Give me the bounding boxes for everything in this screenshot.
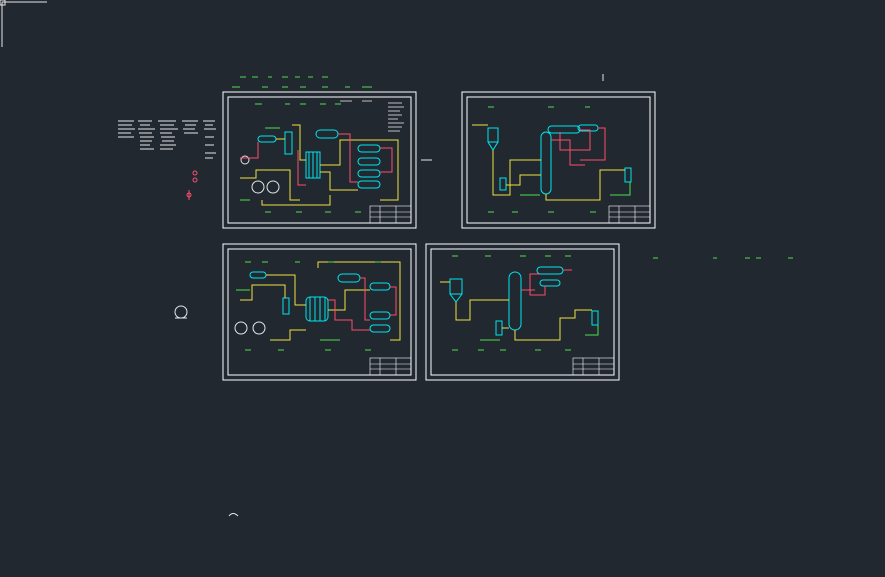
legend-notes-block bbox=[118, 120, 216, 159]
pump-icon bbox=[174, 305, 188, 319]
sheet-1-piping bbox=[240, 124, 399, 206]
sheet-2-title-block bbox=[608, 205, 651, 224]
sheet-2-tags bbox=[488, 106, 596, 213]
sheet-3-inner-frame bbox=[227, 248, 412, 376]
header-marks bbox=[232, 76, 372, 88]
arc-mark bbox=[228, 513, 239, 517]
sheet-2-piping bbox=[472, 124, 631, 201]
sheet-2[interactable] bbox=[461, 91, 656, 229]
reactor-icon bbox=[249, 271, 391, 333]
vessel-icon bbox=[240, 155, 280, 194]
sheet-4[interactable] bbox=[425, 243, 620, 381]
sheet-1-title-block bbox=[369, 205, 412, 224]
sheet-2-outer-frame bbox=[461, 91, 656, 229]
sheet-3-outer-frame bbox=[222, 243, 417, 381]
sheet-1-outer-frame bbox=[222, 91, 417, 229]
sheet-3[interactable] bbox=[222, 243, 417, 381]
sheet-3-piping bbox=[236, 261, 401, 341]
ucs-axis-icon bbox=[0, 0, 47, 47]
sheet-1-tags bbox=[255, 103, 361, 213]
heat-exchanger-icon bbox=[257, 129, 381, 189]
sheet-2-inner-frame bbox=[466, 96, 651, 224]
sheet-4-outer-frame bbox=[425, 243, 620, 381]
sheet-4-inner-frame bbox=[430, 248, 615, 376]
sheet-1-inner-frame bbox=[227, 96, 412, 224]
sheet-1-notes bbox=[340, 100, 404, 132]
sheet-3-title-block bbox=[369, 357, 412, 376]
sheet-4-piping bbox=[440, 269, 599, 341]
column-icon bbox=[449, 266, 599, 336]
sheet-4-title-block bbox=[572, 357, 615, 376]
vessel-icon bbox=[234, 321, 266, 335]
sheet-4-tags bbox=[452, 255, 571, 351]
legend-symbols bbox=[186, 170, 198, 200]
sheet-1[interactable] bbox=[222, 91, 417, 229]
sheet-3-tags bbox=[245, 261, 381, 351]
